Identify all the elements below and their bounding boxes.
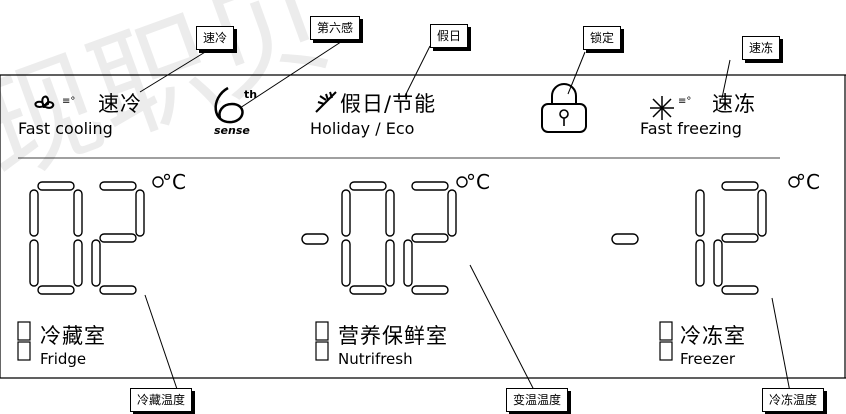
callout-fast-freezing: 速冻	[742, 36, 781, 60]
callout-variable-temp: 变温温度	[506, 388, 569, 412]
snowflake-icon: ≡°	[650, 96, 691, 120]
callout-lock: 锁定	[583, 26, 622, 50]
fridge-temperature: 02	[22, 296, 36, 309]
freezer-name-cn: 冷冻室	[680, 324, 746, 348]
sixth-sense-word: sense	[214, 124, 250, 137]
fridge-digit	[91, 181, 145, 295]
fast-cooling-label-cn: 速冷	[98, 92, 142, 116]
fast-freezing-label-cn: 速冻	[712, 92, 756, 116]
callout-freezer-temp: 冷冻温度	[762, 388, 825, 412]
freezer-indicator	[659, 321, 673, 361]
holiday-label-en: Holiday / Eco	[310, 119, 415, 138]
variable-minus-sign	[301, 233, 329, 245]
freezer-digit	[713, 181, 767, 295]
freezer-unit: °C	[796, 170, 820, 194]
sixth-sense-icon	[214, 86, 244, 124]
fast-freezing-label-en: Fast freezing	[640, 119, 742, 138]
variable-temperature: -02	[320, 296, 338, 309]
degree-symbol	[788, 176, 800, 188]
holiday-icon	[315, 91, 337, 113]
variable-indicator	[315, 321, 329, 361]
svg-text:≡°: ≡°	[678, 96, 691, 107]
fridge-name-cn: 冷藏室	[40, 324, 106, 348]
variable-digit	[341, 181, 395, 295]
fridge-digit	[29, 181, 83, 295]
fridge-unit: °C	[162, 170, 186, 194]
variable-digit	[403, 181, 457, 295]
variable-unit: °C	[466, 170, 490, 194]
callout-fast-cooling: 速冷	[196, 26, 235, 50]
fan-icon: ≡°	[34, 95, 75, 109]
freezer-temperature: -12	[620, 296, 638, 309]
callout-holiday: 假日	[430, 24, 469, 48]
degree-symbol	[152, 176, 164, 188]
callout-sixth-sense: 第六感	[310, 16, 361, 40]
lock-icon	[541, 83, 587, 133]
degree-symbol	[456, 176, 468, 188]
variable-name-cn: 营养保鲜室	[338, 324, 448, 348]
sixth-sense-sup: th	[244, 88, 258, 101]
fridge-name-en: Fridge	[40, 350, 87, 368]
fast-cooling-label-en: Fast cooling	[18, 119, 113, 138]
freezer-name-en: Freezer	[680, 350, 736, 368]
callout-fridge-temp: 冷藏温度	[130, 388, 193, 412]
svg-text:≡°: ≡°	[62, 96, 75, 107]
freezer-minus-sign	[611, 233, 639, 245]
seven-segment-digits	[29, 176, 800, 295]
freezer-digit	[695, 189, 705, 287]
variable-name-en: Nutrifresh	[338, 350, 413, 368]
fridge-indicator	[17, 321, 31, 361]
holiday-label-cn: 假日/节能	[340, 92, 437, 116]
